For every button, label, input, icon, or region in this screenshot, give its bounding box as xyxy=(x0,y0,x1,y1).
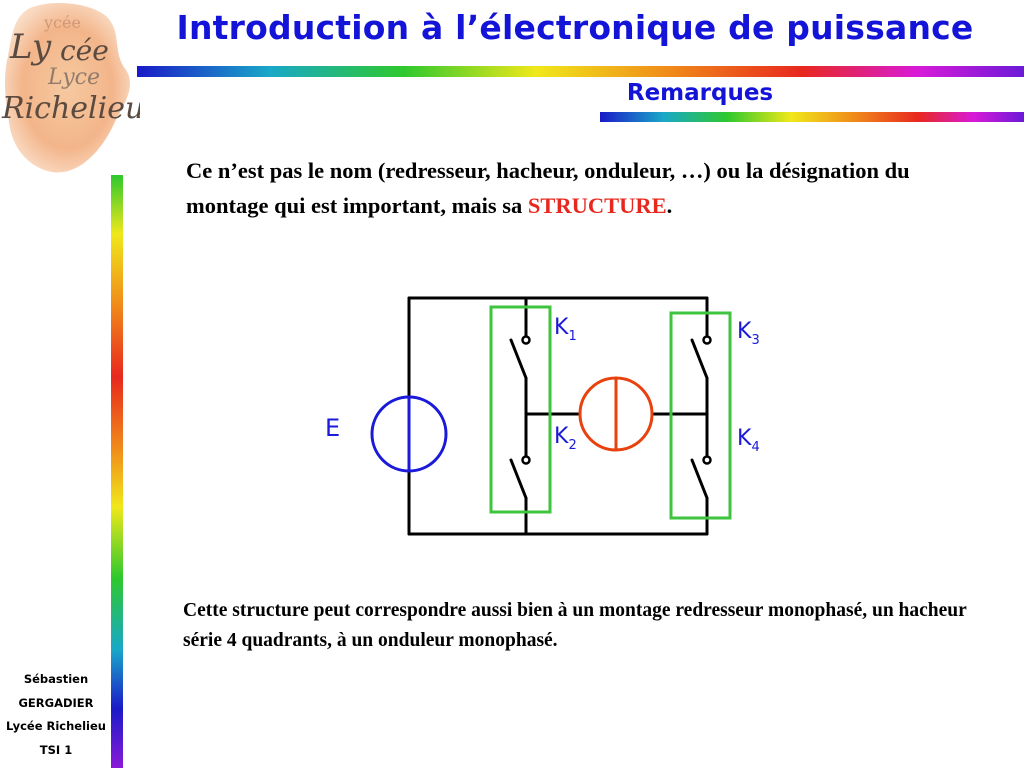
school-name: Lycée Richelieu xyxy=(6,719,106,733)
rainbow-bar-subtitle xyxy=(600,112,1024,122)
paragraph-period: . xyxy=(666,193,673,218)
svg-text:cée: cée xyxy=(60,34,109,67)
svg-text:Richelieu: Richelieu xyxy=(1,91,140,126)
switch-label-k2: K2 xyxy=(554,424,577,453)
switch-k2-contact xyxy=(521,455,531,465)
svg-text:Ly: Ly xyxy=(9,27,52,67)
switch-k4-contact xyxy=(702,455,712,465)
structure-applications-paragraph: Cette structure peut correspondre aussi … xyxy=(183,600,967,651)
paragraph-text: Ce n’est pas le nom (redresseur, hacheur… xyxy=(186,158,910,218)
structure-highlight: STRUCTURE xyxy=(527,193,667,218)
switch-label-k4: K4 xyxy=(737,426,760,455)
source-label-e: E xyxy=(325,414,340,442)
switch-k4-blade xyxy=(690,458,709,500)
switch-k3-blade xyxy=(690,338,709,380)
rainbow-bar-left xyxy=(111,175,123,768)
structure-remark-paragraph: Ce n’est pas le nom (redresseur, hacheur… xyxy=(186,153,946,223)
rainbow-bar-top xyxy=(137,66,1024,77)
switch-label-k3: K3 xyxy=(737,319,760,348)
switch-label-k1: K1 xyxy=(554,315,577,344)
svg-text:Lyce: Lyce xyxy=(47,65,100,90)
section-subtitle: Remarques xyxy=(626,80,774,106)
class-name: TSI 1 xyxy=(39,742,73,757)
svg-text:ycée: ycée xyxy=(43,13,81,32)
switch-k3-contact xyxy=(702,335,712,345)
switch-k1-blade xyxy=(509,338,528,380)
switch-k1-contact xyxy=(521,335,531,345)
author-last-name: GERGADIER xyxy=(18,695,94,710)
lycee-richelieu-logo: ycée Ly cée Lyce Richelieu xyxy=(1,3,140,173)
page-title: Introduction à l’électronique de puissan… xyxy=(176,8,974,47)
right-switch-pair-box xyxy=(669,311,732,520)
switch-k2-blade xyxy=(509,458,528,500)
left-switch-pair-box xyxy=(489,305,552,514)
h-bridge-circuit-diagram: E K1 K2 K3 K4 xyxy=(325,296,760,536)
author-footer: Sébastien GERGADIER Lycée Richelieu TSI … xyxy=(0,668,112,762)
author-first-name: Sébastien xyxy=(23,672,89,686)
